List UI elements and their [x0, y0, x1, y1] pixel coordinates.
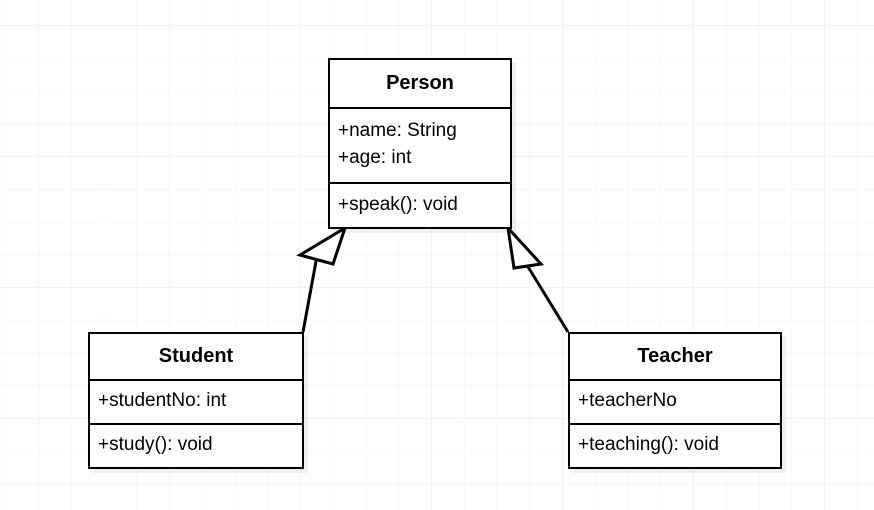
class-name-person: Person: [386, 72, 454, 95]
methods-compartment-teacher: +teaching(): void: [570, 423, 780, 467]
method-item: +teaching(): void: [578, 434, 719, 456]
methods-compartment-person: +speak(): void: [330, 182, 510, 227]
attributes-compartment-student: +studentNo: int: [90, 379, 302, 423]
class-name-teacher: Teacher: [637, 345, 713, 368]
class-box-person[interactable]: Person +name: String +age: int +speak():…: [328, 58, 512, 229]
hollow-triangle-arrowhead-student: [296, 224, 348, 266]
attributes-compartment-person: +name: String +age: int: [330, 107, 510, 182]
attribute-item: +age: int: [338, 147, 412, 169]
generalization-teacher-person[interactable]: [505, 223, 570, 333]
attribute-item: +teacherNo: [578, 390, 677, 412]
method-item: +study(): void: [98, 434, 213, 456]
method-item: +speak(): void: [338, 193, 458, 215]
generalization-student-person[interactable]: [296, 224, 348, 333]
hollow-triangle-arrowhead-teacher: [505, 223, 545, 270]
methods-compartment-student: +study(): void: [90, 423, 302, 467]
attribute-item: +studentNo: int: [98, 390, 227, 412]
class-name-student: Student: [158, 345, 234, 368]
class-box-teacher[interactable]: Teacher +teacherNo +teaching(): void: [568, 332, 782, 469]
attributes-compartment-teacher: +teacherNo: [570, 379, 780, 423]
attribute-item: +name: String: [338, 120, 457, 142]
generalization-line-teacher: [520, 256, 570, 333]
generalization-line-student: [301, 255, 319, 333]
class-box-student[interactable]: Student +studentNo: int +study(): void: [88, 332, 304, 469]
